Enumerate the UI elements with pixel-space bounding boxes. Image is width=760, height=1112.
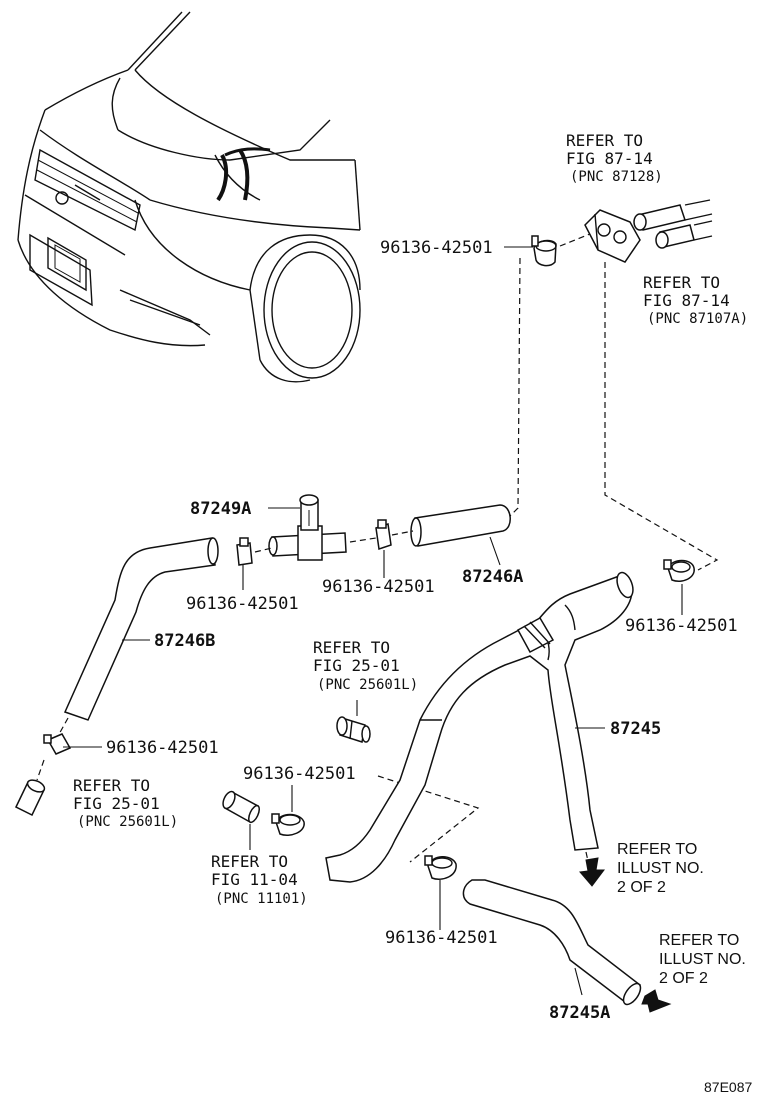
label-87245: 87245: [610, 719, 661, 739]
refer-25601l-b-line3: (PNC 25601L): [77, 814, 178, 830]
refer-25601l-b-line2: FIG 25-01: [73, 794, 160, 813]
refer-illust-b-line2: ILLUST NO.: [659, 951, 746, 968]
refer-87128-line1: REFER TO: [566, 131, 643, 150]
label-clamp-right: 96136-42501: [625, 616, 738, 636]
refer-illust-a-line3: 2 OF 2: [617, 879, 666, 896]
label-clamp-bottom: 96136-42501: [385, 928, 498, 948]
connector-pipe-11101: [222, 790, 261, 824]
leader-lines: [63, 246, 683, 996]
label-clamp-mid: 96136-42501: [322, 577, 435, 597]
refer-11101-line2: FIG 11-04: [211, 870, 298, 889]
refer-25601l-a-line2: FIG 25-01: [313, 656, 400, 675]
figure-code: 87E087: [704, 1079, 752, 1095]
refer-25601l-a-line3: (PNC 25601L): [317, 677, 418, 693]
refer-illust-b-line1: REFER TO: [659, 932, 739, 949]
label-87246b: 87246B: [154, 631, 215, 651]
label-clamp-low-mid: 96136-42501: [243, 764, 356, 784]
refer-87128-line2: FIG 87-14: [566, 149, 653, 168]
refer-25601l-b-line1: REFER TO: [73, 776, 150, 795]
connector-pipe-25601l: [336, 716, 371, 743]
connector-dashes: [254, 530, 414, 553]
clamp-mid: [375, 519, 392, 550]
refer-illust-a-line2: ILLUST NO.: [617, 860, 704, 877]
label-87249a: 87249A: [190, 499, 251, 519]
clamp-top: [531, 235, 557, 267]
nozzle-connector-upper: [633, 199, 713, 231]
refer-illust-a-line1: REFER TO: [617, 841, 697, 858]
clamp-left-low: [43, 733, 72, 755]
label-refer-illust-a: REFER TO ILLUST NO. 2 OF 2: [617, 841, 704, 896]
label-refer-25601l-a: REFER TO FIG 25-01 (PNC 25601L): [313, 638, 418, 693]
label-87245a: 87245A: [549, 1003, 610, 1023]
label-clamp-left-low: 96136-42501: [106, 738, 219, 758]
label-refer-87128: REFER TO FIG 87-14 (PNC 87128): [566, 131, 663, 185]
nozzle-left-bottom: [15, 759, 46, 817]
label-87246a: 87246A: [462, 567, 523, 587]
hose-87246a: [410, 504, 511, 547]
clamp-right: [663, 559, 695, 582]
refer-87107a-line2: FIG 87-14: [643, 291, 730, 310]
vehicle-front-illustration: [17, 11, 361, 383]
label-refer-25601l-b: REFER TO FIG 25-01 (PNC 25601L): [73, 776, 178, 830]
arrow-illust-b: [641, 989, 672, 1013]
nozzle-connector-lower: [655, 220, 713, 249]
label-refer-illust-b: REFER TO ILLUST NO. 2 OF 2: [659, 932, 746, 987]
refer-11101-line3: (PNC 11101): [215, 891, 308, 907]
refer-87107a-line1: REFER TO: [643, 273, 720, 292]
refer-87128-line3: (PNC 87128): [570, 169, 663, 185]
refer-11101-line1: REFER TO: [211, 852, 288, 871]
refer-25601l-a-line1: REFER TO: [313, 638, 390, 657]
hose-87246b: [57, 537, 219, 737]
grommet-part: [584, 209, 641, 263]
arrow-illust-a: [579, 857, 605, 887]
label-clamp-top: 96136-42501: [380, 238, 493, 258]
check-valve-87249a: [268, 494, 347, 561]
clamp-left-low-mid: [271, 813, 305, 836]
refer-87107a-line3: (PNC 87107A): [647, 311, 748, 327]
hose-87245: [325, 571, 634, 883]
clamp-left-mid: [236, 537, 253, 566]
label-refer-11101: REFER TO FIG 11-04 (PNC 11101): [211, 852, 308, 907]
label-clamp-left-mid: 96136-42501: [186, 594, 299, 614]
clamp-low-mid: [424, 855, 457, 880]
refer-illust-b-line3: 2 OF 2: [659, 970, 708, 987]
hose-87245a: [462, 879, 642, 1006]
label-refer-87107a: REFER TO FIG 87-14 (PNC 87107A): [643, 273, 748, 327]
